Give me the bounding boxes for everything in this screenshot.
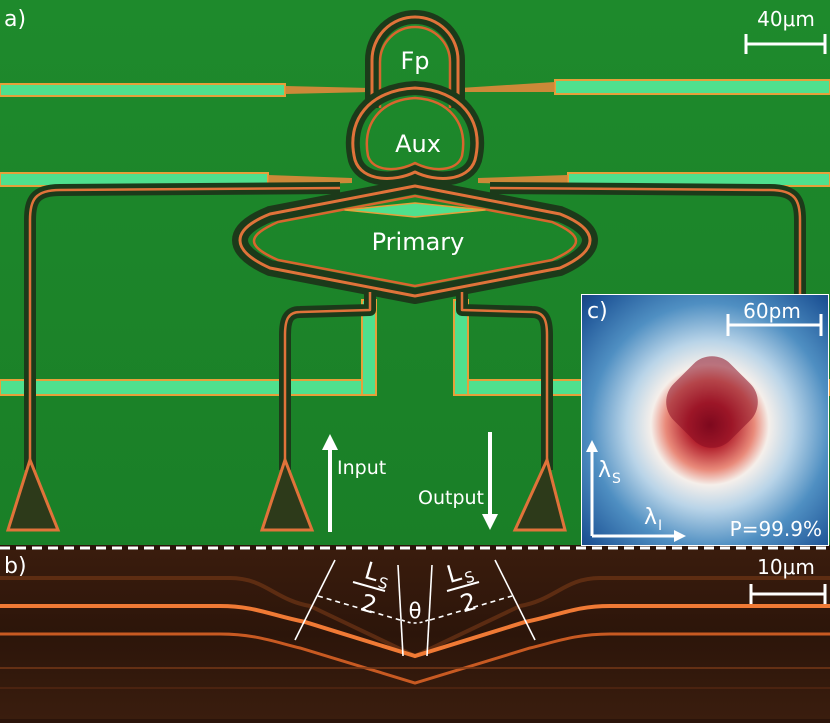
scale-bar-a-text: 40μm: [757, 7, 815, 31]
ls-half-right: L S 2: [444, 558, 480, 618]
fp-label: Fp: [400, 47, 429, 75]
purity-value: P=99.9%: [730, 517, 822, 541]
input-label: Input: [337, 457, 386, 479]
ls-left-denominator: 2: [357, 589, 379, 620]
scale-bar-c: 60pm: [726, 299, 823, 336]
scale-bar-a: 40μm: [744, 7, 827, 54]
theta-label: θ: [409, 599, 422, 623]
panel-b-label: b): [4, 554, 27, 579]
panel-c-label: c): [587, 299, 608, 324]
aux-label: Aux: [395, 130, 441, 158]
x-axis-symbol: λ: [644, 505, 657, 530]
scale-bar-b: 10μm: [749, 555, 827, 604]
panel-c: c) 60pm λ S λ I P=99.9%: [581, 294, 829, 546]
output-arrow: Output: [418, 432, 498, 530]
y-axis-subscript: S: [612, 471, 621, 487]
output-label: Output: [418, 487, 484, 509]
grating-couplers: [5, 455, 567, 532]
y-axis-symbol: λ: [598, 458, 611, 483]
scale-bar-c-text: 60pm: [743, 299, 801, 323]
jsa-axes: λ S λ I: [586, 440, 686, 542]
x-axis-subscript: I: [658, 518, 662, 534]
panel-a-label: a): [4, 7, 26, 32]
primary-label: Primary: [372, 228, 465, 256]
resonators: [24, 10, 806, 470]
panel-b-waveguides: [0, 576, 830, 689]
scale-bar-b-text: 10μm: [757, 555, 815, 579]
ls-right-denominator: 2: [457, 587, 479, 618]
input-arrow: Input: [322, 434, 386, 532]
panel-b: b) L S 2 L S 2 θ 10μm: [0, 550, 830, 719]
ls-annotations: [294, 559, 536, 657]
jsa-peak: [666, 356, 758, 448]
